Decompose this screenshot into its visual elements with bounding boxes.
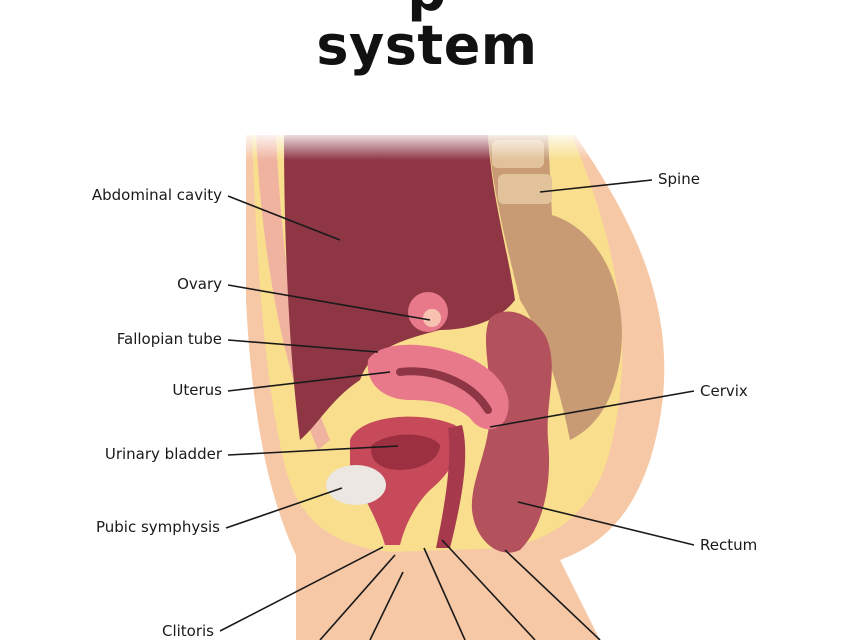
spine-shape xyxy=(488,135,622,440)
uterus-shape xyxy=(367,344,509,430)
leader-urinary-bladder xyxy=(227,445,399,456)
leader-spine xyxy=(539,179,653,193)
top-fade xyxy=(240,130,600,160)
leader-extra-5 xyxy=(504,549,601,640)
vertebra-2 xyxy=(498,174,552,204)
leader-cervix xyxy=(489,390,695,428)
label-abdominal-cavity: Abdominal cavity xyxy=(92,186,222,204)
leader-clitoris xyxy=(219,546,384,632)
label-rectum: Rectum xyxy=(700,536,757,554)
bladder-interior xyxy=(371,434,440,470)
leader-abdominal-cavity xyxy=(227,195,341,241)
label-urinary-bladder: Urinary bladder xyxy=(105,445,223,463)
ovary-follicle xyxy=(423,309,441,327)
title-line-1: p xyxy=(0,0,854,22)
pubic-symphysis-shape xyxy=(326,465,386,505)
label-ovary: Ovary xyxy=(177,275,222,293)
label-fallopian-tube: Fallopian tube xyxy=(117,330,222,348)
leader-pubic-symphysis xyxy=(225,487,343,529)
leader-uterus xyxy=(227,371,391,392)
leader-extra-1 xyxy=(319,554,396,640)
label-clitoris: Clitoris xyxy=(162,622,214,640)
rectum-shape xyxy=(471,311,552,553)
leader-extra-3 xyxy=(423,547,466,640)
label-uterus: Uterus xyxy=(172,381,222,399)
leader-extra-4 xyxy=(441,539,536,640)
leader-rectum xyxy=(517,501,695,546)
leader-extra-2 xyxy=(369,571,404,640)
label-pubic-symphysis: Pubic symphysis xyxy=(96,518,220,536)
label-cervix: Cervix xyxy=(700,382,748,400)
title-line-2: system xyxy=(316,14,538,77)
vaginal-canal xyxy=(436,425,466,548)
leader-ovary xyxy=(227,284,431,321)
uterine-cavity xyxy=(396,367,492,414)
label-spine: Spine xyxy=(658,170,700,188)
abdominal-cavity-shape xyxy=(284,135,515,440)
leader-fallopian-tube xyxy=(227,339,379,353)
